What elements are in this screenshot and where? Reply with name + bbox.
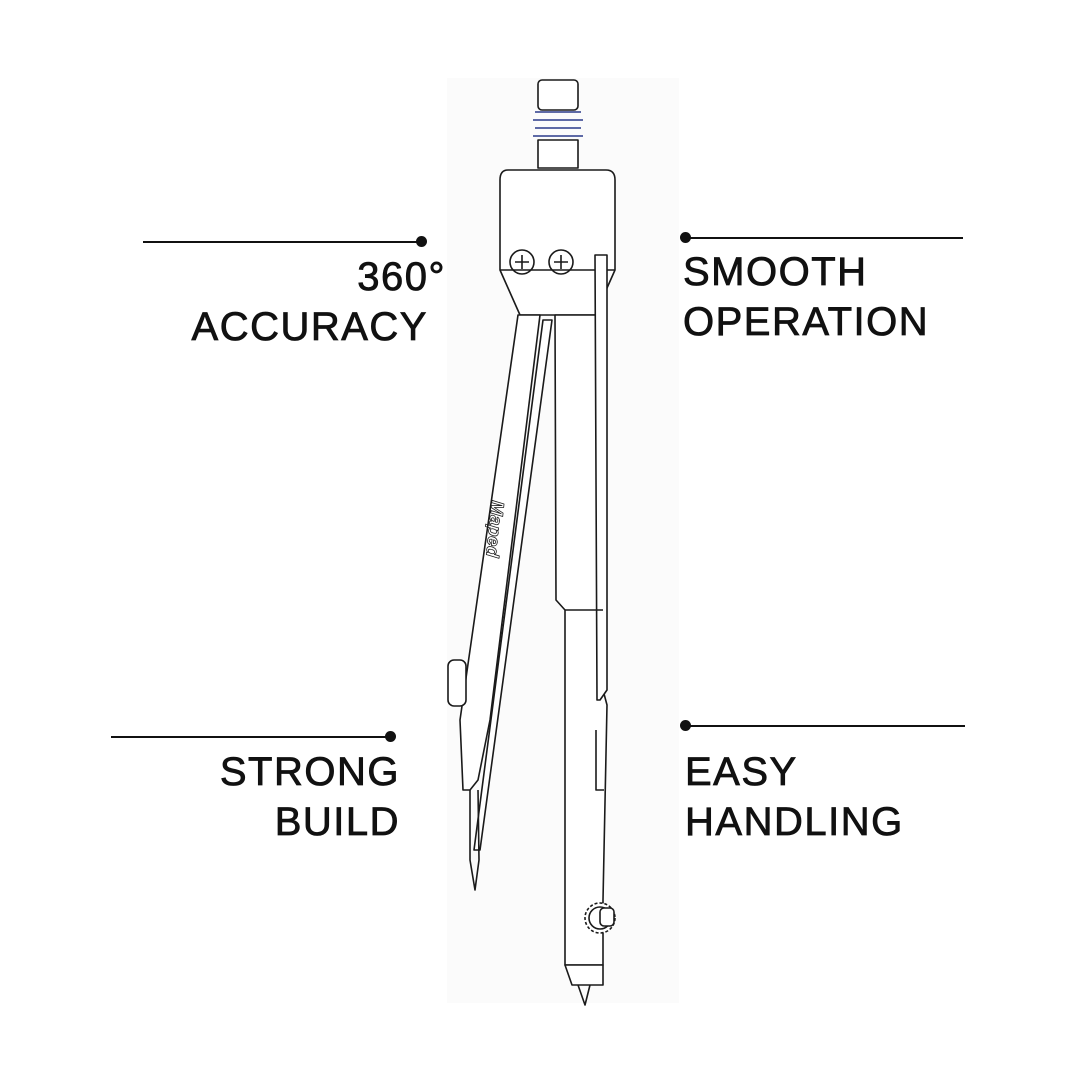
feature-line: BUILD — [274, 800, 400, 845]
feature-easy-handling: EASY HANDLING — [685, 747, 904, 847]
feature-line: HANDLING — [685, 800, 904, 845]
feature-line: 360° — [357, 255, 446, 300]
callout-dot — [385, 731, 396, 742]
feature-accuracy: 360° ACCURACY — [191, 252, 445, 352]
callout-dot — [680, 720, 691, 731]
callout-line — [111, 736, 390, 738]
callout-line — [143, 241, 421, 243]
compass-cap — [533, 79, 583, 169]
feature-strong-build: STRONG BUILD — [219, 747, 400, 847]
screw-icon — [509, 249, 535, 275]
screw-icon — [548, 249, 574, 275]
callout-line — [685, 237, 963, 239]
compass-right-leg — [554, 254, 616, 1006]
callout-dot — [416, 236, 427, 247]
feature-line: OPERATION — [683, 300, 930, 345]
feature-line: ACCURACY — [191, 305, 428, 350]
feature-line: STRONG — [219, 750, 400, 795]
callout-dot — [680, 232, 691, 243]
callout-line — [685, 725, 965, 727]
feature-line: SMOOTH — [683, 250, 868, 295]
feature-line: EASY — [685, 750, 798, 795]
feature-smooth-operation: SMOOTH OPERATION — [683, 247, 929, 347]
compass-left-leg: Maped — [447, 314, 553, 891]
